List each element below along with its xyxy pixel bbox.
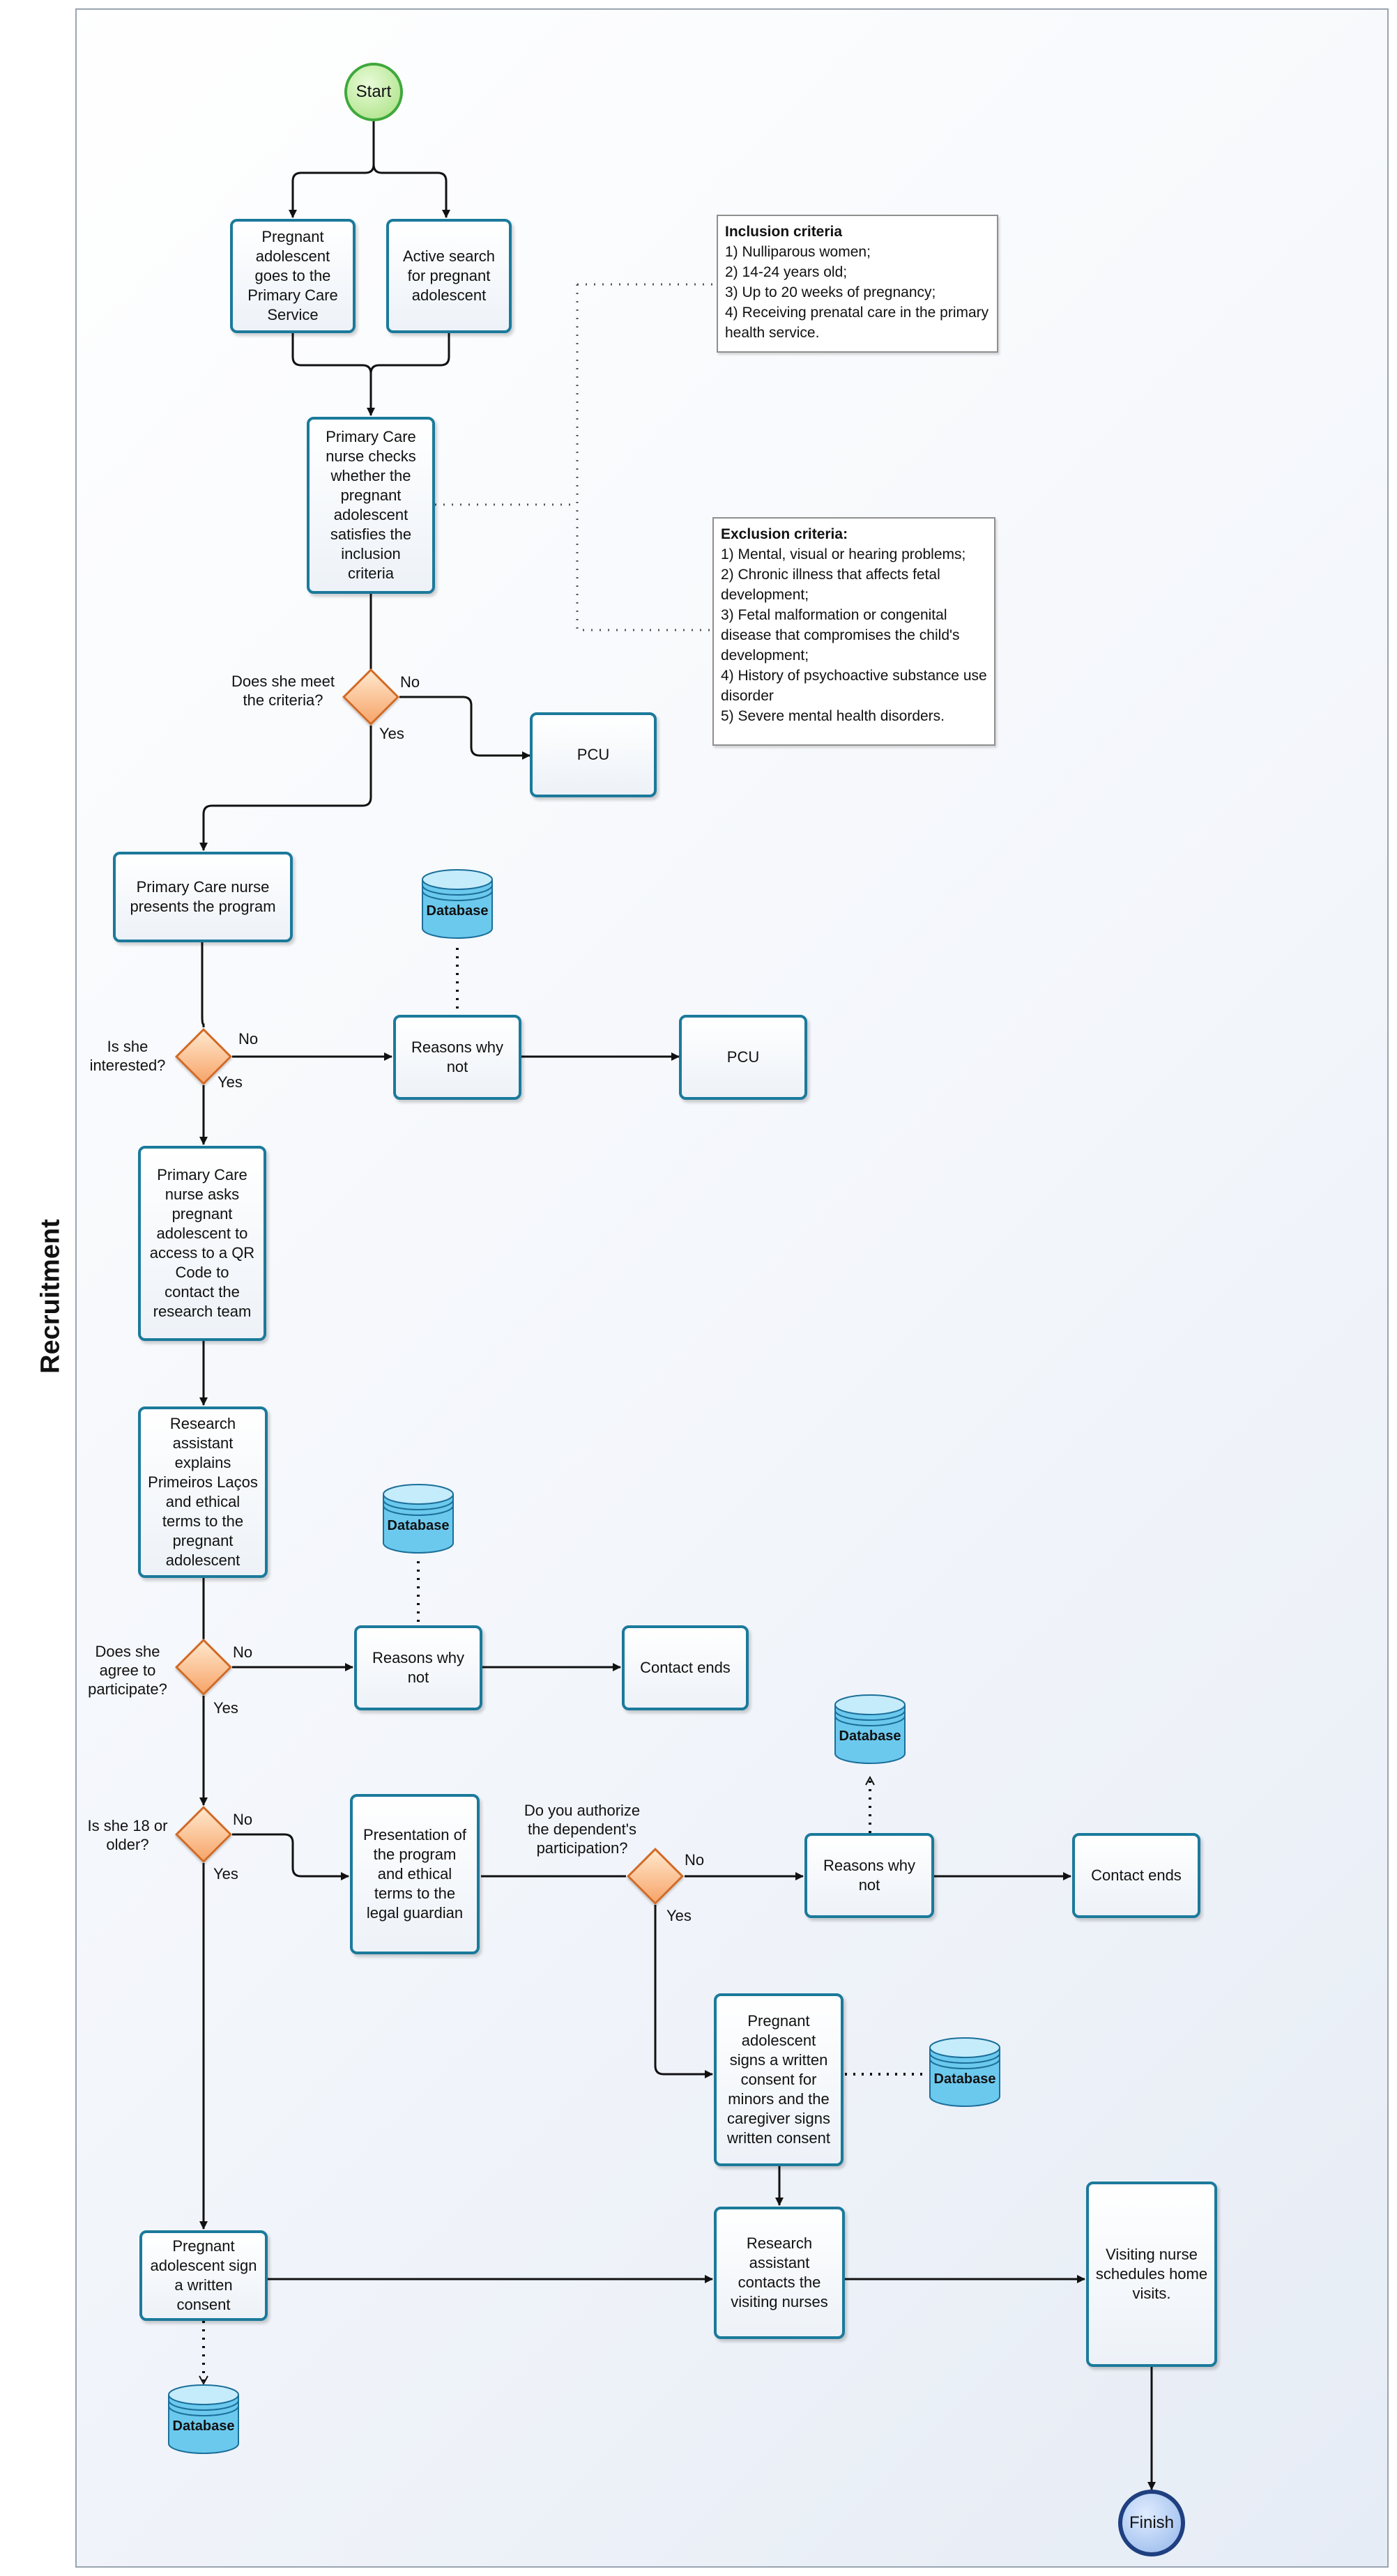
exclusion-item: 5) Severe mental health disorders. [721,708,945,724]
label-yes-interested: Yes [217,1073,243,1091]
flow-merge-left [291,333,375,416]
task-presents-program: Primary Care nurse presents the program [113,852,293,942]
inclusion-item: 2) 14-24 years old; [725,264,848,280]
gateway-question-authorize: Do you authorize the dependent's partici… [524,1802,641,1857]
exclusion-criteria-note: Exclusion criteria: 1) Mental, visual or… [712,517,995,746]
gateway-adult [174,1805,233,1864]
flow-gw4-no [232,1833,349,1880]
task-guardian-presentation: Presentation of the program and ethical … [350,1794,480,1954]
task-schedules-visits: Visiting nurse schedules home visits. [1086,2182,1217,2367]
task-reasons-why-not-3: Reasons why not [804,1833,934,1918]
task-minor-consent: Pregnant adolescent signs a written cons… [714,1993,843,2166]
start-event: Start [344,63,403,121]
task-contact-ends-2: Contact ends [1072,1833,1200,1918]
inclusion-item: 4) Receiving prenatal care in the primar… [725,305,989,341]
database-label: Database [387,1518,450,1533]
flow-gw5-yes [654,1905,713,2078]
flow-start-active [372,164,450,218]
exclusion-item: 3) Fetal malformation or congenital dise… [721,607,960,664]
flow-start-split [289,120,375,218]
database-store-2: Database [382,1483,455,1556]
gateway-question-agree: Does she agree to participate? [88,1643,167,1698]
database-store-5: Database [167,2384,240,2456]
exclusion-item: 4) History of psychoactive substance use… [721,668,987,704]
inclusion-criteria-note: Inclusion criteria 1) Nulliparous women;… [717,215,998,353]
label-yes-authorize: Yes [666,1907,692,1924]
gateway-diamond [342,668,400,726]
database-label: Database [933,2071,996,2087]
inclusion-item: 3) Up to 20 weeks of pregnancy; [725,284,936,300]
gateway-meet-criteria [342,668,400,726]
label-yes-meet-criteria: Yes [379,725,404,742]
lane-header: Recruitment [8,8,77,2568]
exclusion-criteria-title: Exclusion criteria: [721,526,848,542]
task-contact-ends-1: Contact ends [622,1625,749,1710]
task-nurse-asks-qr: Primary Care nurse asks pregnant adolesc… [138,1146,266,1341]
finish-event: Finish [1118,2490,1185,2556]
database-icon [168,2384,239,2454]
label-no-agree: No [233,1643,253,1661]
task-reasons-why-not-2: Reasons why not [354,1625,482,1710]
label-yes-adult: Yes [213,1865,238,1883]
label-no-authorize: No [685,1851,705,1869]
gateway-question-interested: Is she interested? [89,1038,166,1074]
label-no-interested: No [238,1030,259,1048]
flow-merge-right [369,333,450,374]
task-reasons-why-not-1: Reasons why not [393,1015,521,1100]
task-nurse-checks: Primary Care nurse checks whether the pr… [307,417,435,594]
task-pcu-1: PCU [530,712,657,797]
gateway-agree [174,1638,233,1696]
flow-gw1-yes [199,726,372,851]
gateway-diamond [174,1638,233,1696]
task-goes-to-service: Pregnant adolescent goes to the Primary … [230,219,356,333]
label-no-meet-criteria: No [400,673,420,691]
gateway-diamond [174,1805,233,1864]
exclusion-item: 2) Chronic illness that affects fetal de… [721,567,940,603]
database-store-4: Database [929,2037,1001,2109]
database-label: Database [172,2418,235,2434]
inclusion-item: 1) Nulliparous women; [725,244,871,260]
task-assistant-explains: Research assistant explains Primeiros La… [138,1406,268,1578]
flow-gw1-no [399,696,530,760]
label-no-adult: No [233,1811,253,1828]
inclusion-criteria-title: Inclusion criteria [725,224,843,240]
gateway-question-adult: Is she 18 or older? [87,1817,168,1853]
label-yes-agree: Yes [213,1699,238,1717]
task-contacts-nurses: Research assistant contacts the visiting… [714,2207,845,2339]
database-store-3: Database [834,1694,906,1766]
database-store-1: Database [421,868,494,941]
assoc-exclusion [576,284,712,631]
task-active-search: Active search for pregnant adolescent [386,219,512,333]
database-icon [422,869,493,939]
flow-present-gw2 [201,942,205,1027]
exclusion-item: 1) Mental, visual or hearing problems; [721,546,966,562]
database-label: Database [839,1728,901,1744]
database-icon [383,1484,454,1554]
database-label: Database [426,903,489,919]
database-icon [929,2037,1000,2107]
database-icon [834,1694,906,1764]
task-adult-consent: Pregnant adolescent sign a written conse… [139,2230,268,2321]
gateway-question-meet-criteria: Does she meet the criteria? [231,673,335,709]
task-pcu-2: PCU [679,1015,807,1100]
